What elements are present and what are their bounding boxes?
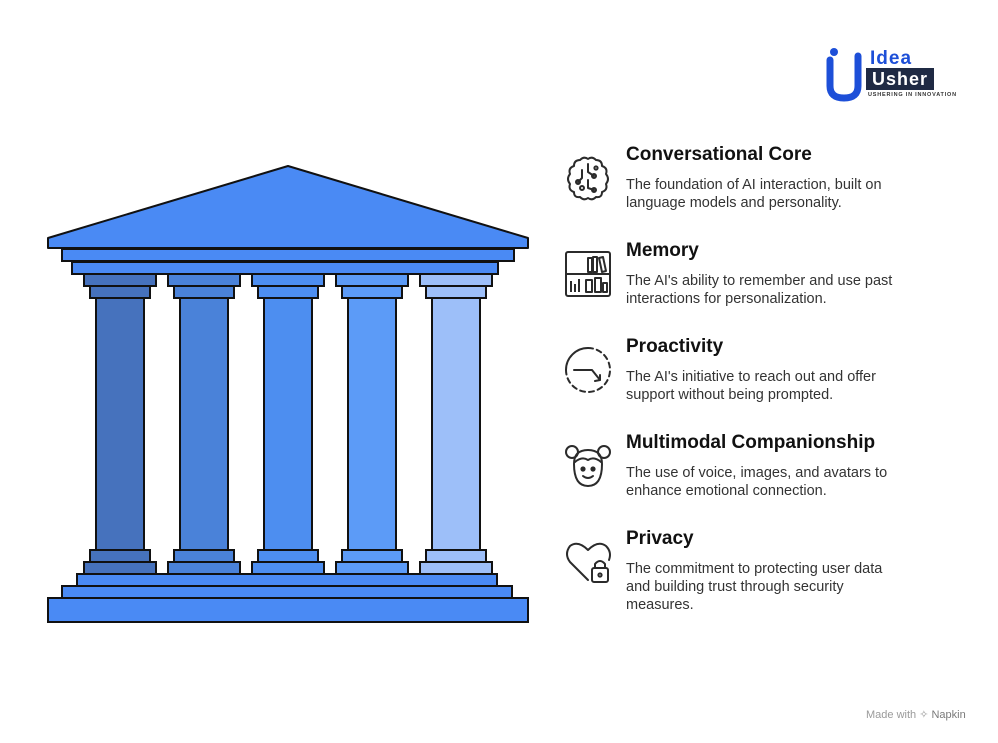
temple-pillar-1	[83, 273, 157, 575]
bookshelf-chart-icon	[565, 251, 611, 297]
item-title: Multimodal Companionship	[626, 432, 876, 453]
item-title: Privacy	[626, 528, 694, 549]
temple-roof	[47, 165, 529, 249]
logo-word-usher: Usher	[866, 68, 935, 90]
credit-brand: Napkin	[931, 709, 966, 721]
item-description: The AI's ability to remember and use pas…	[626, 273, 893, 307]
temple-architrave	[71, 261, 499, 275]
item-title: Proactivity	[626, 336, 724, 357]
temple-base-step-bottom	[47, 597, 529, 623]
temple-diagram	[47, 165, 529, 623]
credit-prefix: Made with	[866, 709, 917, 721]
heart-lock-icon	[566, 542, 611, 583]
temple-pillar-5	[419, 273, 493, 575]
clock-arrow-icon	[565, 347, 611, 393]
item-description: The foundation of AI interaction, built …	[626, 177, 882, 211]
girl-face-icon	[565, 445, 611, 487]
temple-pillar-2	[167, 273, 241, 575]
temple-entablature	[61, 248, 515, 262]
item-title: Memory	[626, 240, 699, 261]
logo-tagline: USHERING IN INNOVATION	[868, 92, 957, 98]
made-with-credit: Made with ✧ Napkin	[866, 708, 966, 721]
temple-base-step-top	[76, 573, 498, 587]
napkin-icon: ✧	[919, 709, 929, 721]
item-title: Conversational Core	[626, 144, 812, 165]
item-description: The AI's initiative to reach out and off…	[626, 369, 876, 403]
logo-word-idea: Idea	[870, 48, 913, 69]
idea-usher-logo: Idea Usher USHERING IN INNOVATION	[826, 46, 956, 102]
brain-circuit-icon	[567, 156, 609, 201]
item-description: The use of voice, images, and avatars to…	[626, 465, 888, 499]
item-description: The commitment to protecting user data a…	[626, 561, 883, 613]
temple-pillar-3	[251, 273, 325, 575]
temple-pillar-4	[335, 273, 409, 575]
temple-base-step-middle	[61, 585, 513, 599]
logo-i-mark-icon	[826, 48, 862, 102]
